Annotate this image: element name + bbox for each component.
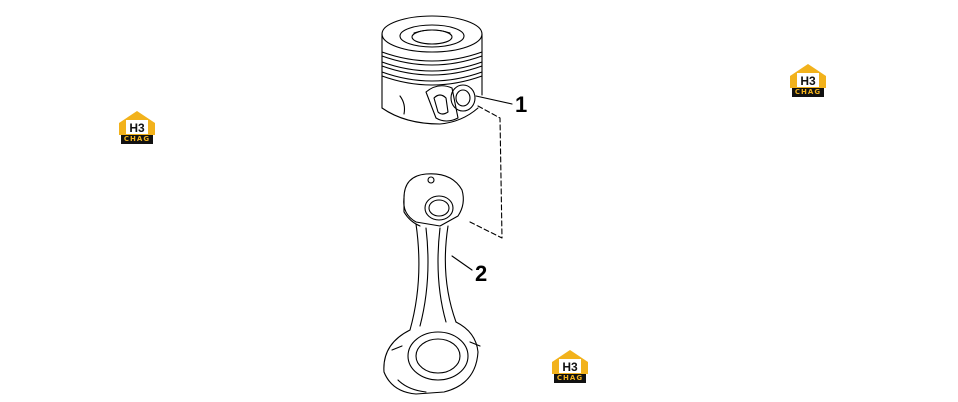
watermark-text: CHAG (554, 374, 586, 382)
svg-text:H3: H3 (562, 360, 578, 374)
callout-number-1: 1 (515, 92, 528, 117)
watermark-text: CHAG (121, 135, 153, 143)
svg-text:H3: H3 (129, 121, 145, 135)
watermark-logo-3: CHAG (550, 350, 590, 386)
watermark-logo: H3 (790, 64, 826, 97)
leader-line-2 (451, 255, 473, 271)
watermark-logo-1: CHAG (117, 111, 157, 147)
connecting-rod-drawing (383, 173, 481, 395)
svg-text:H3: H3 (800, 74, 816, 88)
callout-number-2: 2 (475, 261, 488, 286)
watermark-logos: H3 H3 H3 (119, 64, 826, 383)
watermark-text: CHAG (792, 88, 824, 96)
watermark-logo-2: CHAG (788, 64, 828, 100)
leader-line-1 (475, 95, 513, 105)
piston-drawing (381, 15, 483, 125)
alignment-dash-line (469, 105, 503, 239)
